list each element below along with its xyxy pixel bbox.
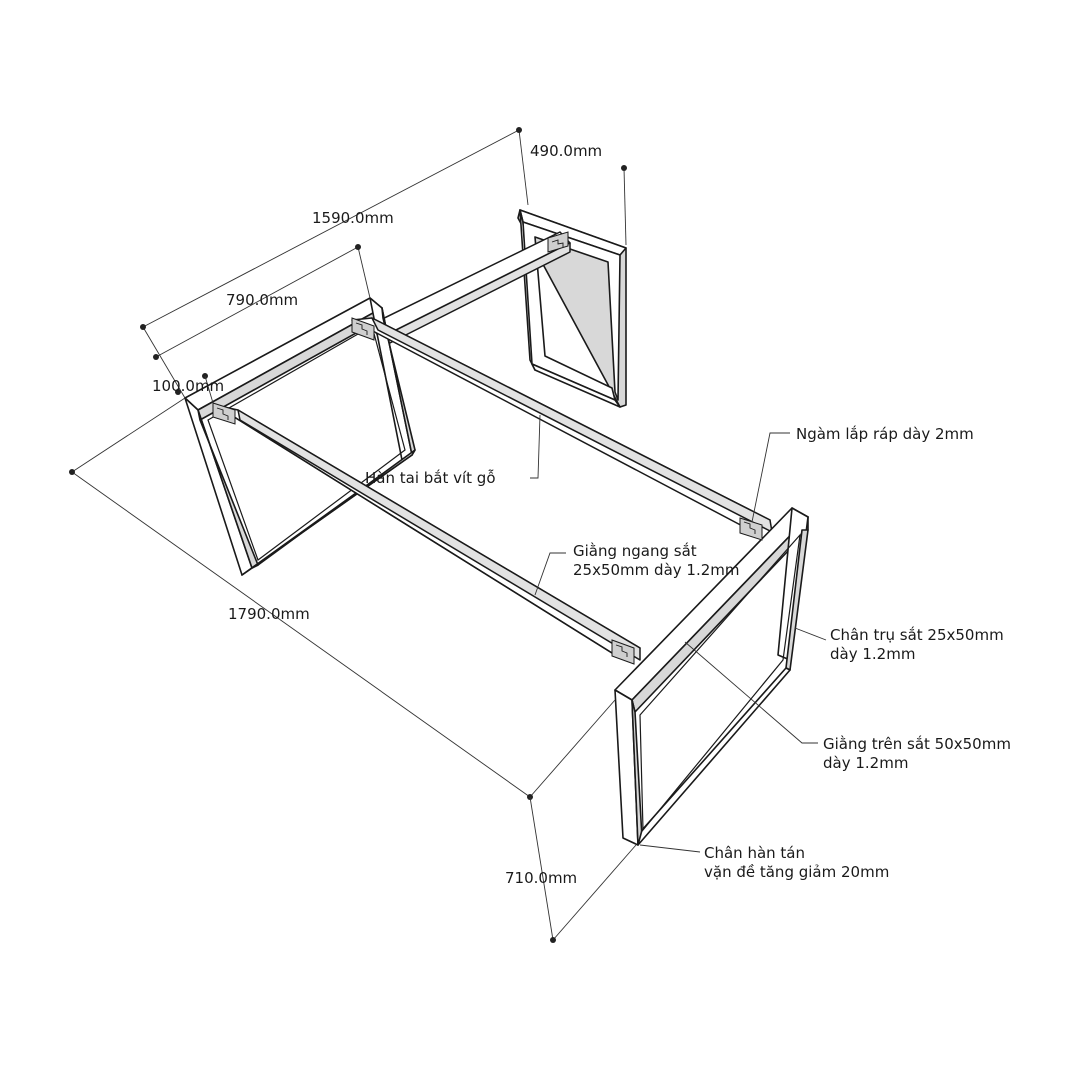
dim-inner-length: 1590.0mm bbox=[312, 209, 394, 227]
dimension-lines bbox=[69, 127, 637, 943]
plate-back-right bbox=[547, 231, 569, 253]
dim-height: 710.0mm bbox=[505, 869, 577, 887]
plate-right-top bbox=[739, 517, 763, 541]
label-cross-brace-2: 25x50mm dày 1.2mm bbox=[573, 561, 739, 579]
label-cross-brace-1: Giằng ngang sắt bbox=[573, 542, 697, 560]
dim-offset: 100.0mm bbox=[152, 377, 224, 395]
label-foot-1: Chân hàn tán bbox=[704, 844, 805, 862]
dimension-labels: 1590.0mm 490.0mm 790.0mm 100.0mm 1790.0m… bbox=[152, 142, 602, 887]
label-wood-screw-tab: Hàn tai bắt vít gỗ bbox=[365, 469, 496, 487]
leader-lines bbox=[530, 414, 827, 853]
label-top-brace-1: Giằng trên sắt 50x50mm bbox=[823, 735, 1011, 753]
dim-half-length: 790.0mm bbox=[226, 291, 298, 309]
label-leg-post-2: dày 1.2mm bbox=[830, 645, 915, 663]
label-leg-post-1: Chân trụ sắt 25x50mm bbox=[830, 626, 1004, 644]
connector-plates bbox=[212, 231, 763, 665]
plate-left-top bbox=[351, 317, 375, 341]
label-foot-2: vặn đề tăng giảm 20mm bbox=[704, 863, 889, 881]
plate-right-front bbox=[611, 639, 635, 665]
annotation-labels: Hàn tai bắt vít gỗ Ngàm lắp ráp dày 2mm … bbox=[365, 425, 1011, 881]
left-leg-frame bbox=[184, 297, 416, 576]
label-assembly-tenon: Ngàm lắp ráp dày 2mm bbox=[796, 425, 974, 443]
dim-top-depth: 490.0mm bbox=[530, 142, 602, 160]
upper-long-brace bbox=[351, 317, 773, 533]
dim-total-length: 1790.0mm bbox=[228, 605, 310, 623]
plate-left-front bbox=[212, 402, 236, 425]
back-right-leg-frame bbox=[517, 209, 627, 408]
label-top-brace-2: dày 1.2mm bbox=[823, 754, 908, 772]
front-right-leg-frame bbox=[614, 507, 809, 846]
